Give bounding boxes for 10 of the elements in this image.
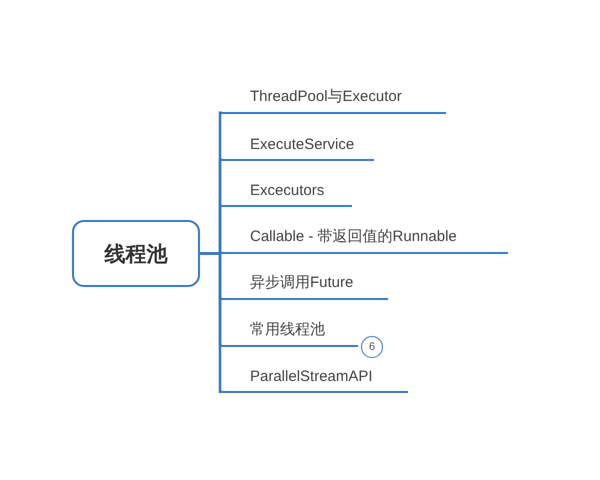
topic-label: 常用线程池: [250, 320, 325, 339]
topic-label: ParallelStreamAPI: [250, 368, 373, 385]
topic-label: Callable - 带返回值的Runnable: [250, 227, 457, 246]
central-topic-box: [72, 220, 200, 287]
topic-label: 异步调用Future: [250, 273, 354, 292]
topic-label: ExecuteService: [250, 136, 354, 153]
topic-title: 线程池: [104, 242, 168, 268]
topic-label: Excecutors: [250, 182, 324, 199]
collapsed-count-badge: 6: [361, 336, 383, 358]
topic-label: ThreadPool与Executor: [250, 87, 402, 106]
